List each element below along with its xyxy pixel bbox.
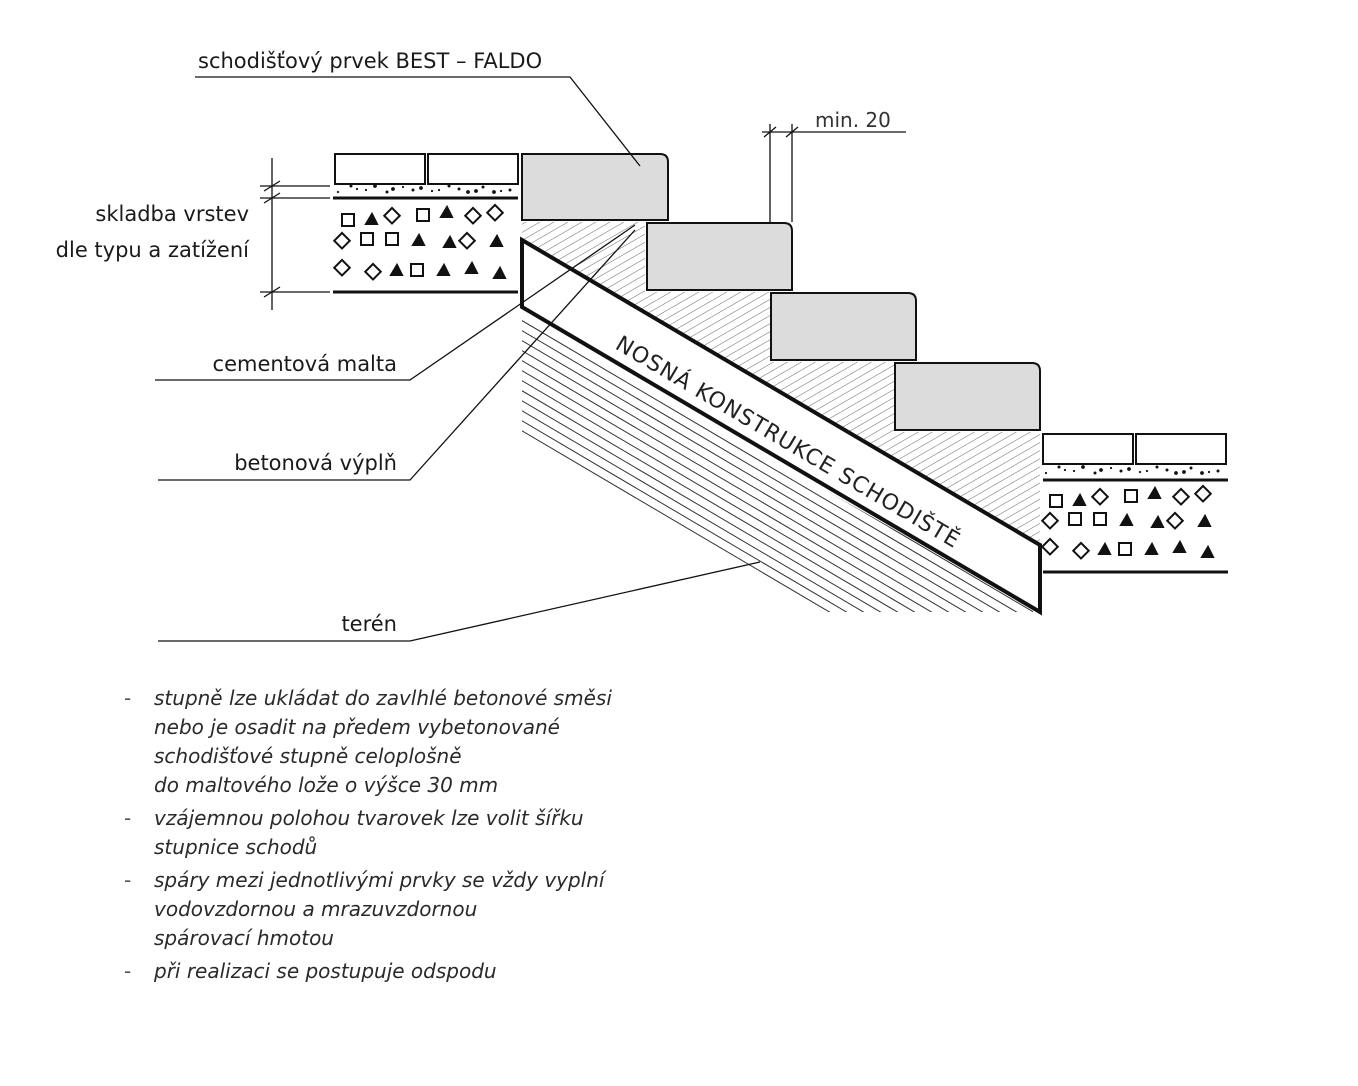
stair-block: [894, 362, 1041, 431]
stair-section-diagram: NOSNÁ KONSTRUKCE SCHODIŠTĚ: [56, 49, 1228, 642]
concrete-fill: [522, 222, 1040, 545]
layer-dimension: [260, 158, 330, 310]
concrete-label: betonová výplň: [234, 451, 397, 475]
load-bearing-structure: [520, 236, 1042, 616]
min-label: min. 20: [815, 108, 891, 132]
min-dimension: [762, 124, 906, 222]
notes-list: -stupně lze ukládat do zavlhlé betonové …: [120, 684, 680, 990]
stair-block: [646, 222, 793, 291]
stair-blocks: [521, 153, 1041, 431]
layers-label-line2: dle typu a zatížení: [56, 238, 250, 262]
leader-lines: [155, 76, 761, 642]
stair-block: [521, 153, 669, 221]
right-paving-layers: [1040, 433, 1228, 574]
layers-label-line1: skladba vrstev: [95, 202, 249, 226]
note-item: -stupně lze ukládat do zavlhlé betonové …: [124, 686, 612, 797]
left-paving-layers: [332, 153, 519, 294]
element-label: schodišťový prvek BEST – FALDO: [198, 49, 542, 73]
terrain-label: terén: [341, 612, 397, 636]
stair-block: [770, 292, 917, 361]
note-item: -vzájemnou polohou tvarovek lze volit ší…: [124, 806, 584, 859]
note-item: -spáry mezi jednotlivými prvky se vždy v…: [124, 868, 605, 950]
note-item: -při realizaci se postupuje odspodu: [124, 959, 497, 983]
mortar-label: cementová malta: [213, 352, 397, 376]
